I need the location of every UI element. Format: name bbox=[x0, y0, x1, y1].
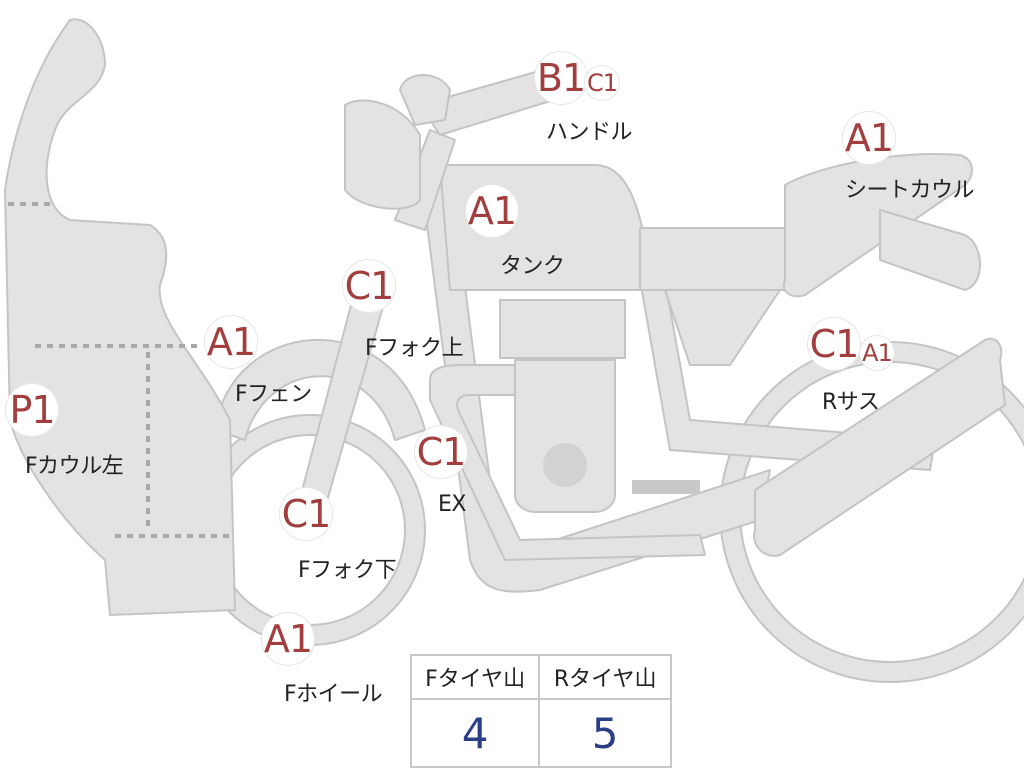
part-label: ハンドル bbox=[546, 120, 633, 145]
grade-badge: C1 bbox=[585, 66, 619, 100]
part-label: Fカウル左 bbox=[25, 454, 124, 479]
part-label: シートカウル bbox=[845, 178, 975, 203]
engine-head-shape bbox=[499, 299, 626, 359]
part-label: Fフェン bbox=[235, 382, 312, 407]
part-label: タンク bbox=[500, 254, 565, 279]
grade-badge: C1 bbox=[280, 488, 332, 540]
rear-tread-value: 5 bbox=[538, 698, 672, 768]
grade-badge: C1 bbox=[808, 318, 860, 370]
grade-badge: C1 bbox=[343, 260, 395, 312]
headlight-shape bbox=[344, 99, 421, 210]
rear-tread-header: Rタイヤ山 bbox=[538, 654, 672, 700]
muffler-shape bbox=[753, 337, 1006, 557]
part-label: Fホイール bbox=[284, 682, 383, 707]
grade-badge: P1 bbox=[6, 384, 58, 436]
grade-badge: A1 bbox=[262, 613, 314, 665]
rear-frame-piece bbox=[664, 289, 781, 366]
grade-badge: A1 bbox=[205, 316, 257, 368]
foot-peg-shape bbox=[632, 480, 700, 494]
tire-tread-table: Fタイヤ山 Rタイヤ山 4 5 bbox=[409, 654, 672, 768]
tail-shape bbox=[879, 209, 981, 291]
front-cowl-shape bbox=[4, 18, 236, 616]
grade-badge: C1 bbox=[415, 426, 467, 478]
grade-badge: B1 bbox=[535, 52, 587, 104]
part-label: Fフォク下 bbox=[298, 558, 397, 583]
engine-cover-shape bbox=[543, 443, 587, 487]
grade-badge: A1 bbox=[860, 336, 894, 370]
front-tread-header: Fタイヤ山 bbox=[409, 654, 541, 700]
engine-block-shape bbox=[514, 359, 616, 513]
front-tread-value: 4 bbox=[409, 698, 541, 768]
grade-badge: A1 bbox=[843, 112, 895, 164]
seat-cowl-shape bbox=[782, 153, 973, 298]
grade-badge: A1 bbox=[466, 185, 518, 237]
mirror-shape bbox=[399, 74, 451, 126]
side-cover-shape bbox=[639, 227, 786, 291]
exhaust-shape bbox=[429, 364, 706, 561]
part-label: Fフォク上 bbox=[365, 336, 464, 361]
part-label: EX bbox=[438, 492, 466, 517]
part-label: Rサス bbox=[822, 390, 880, 415]
